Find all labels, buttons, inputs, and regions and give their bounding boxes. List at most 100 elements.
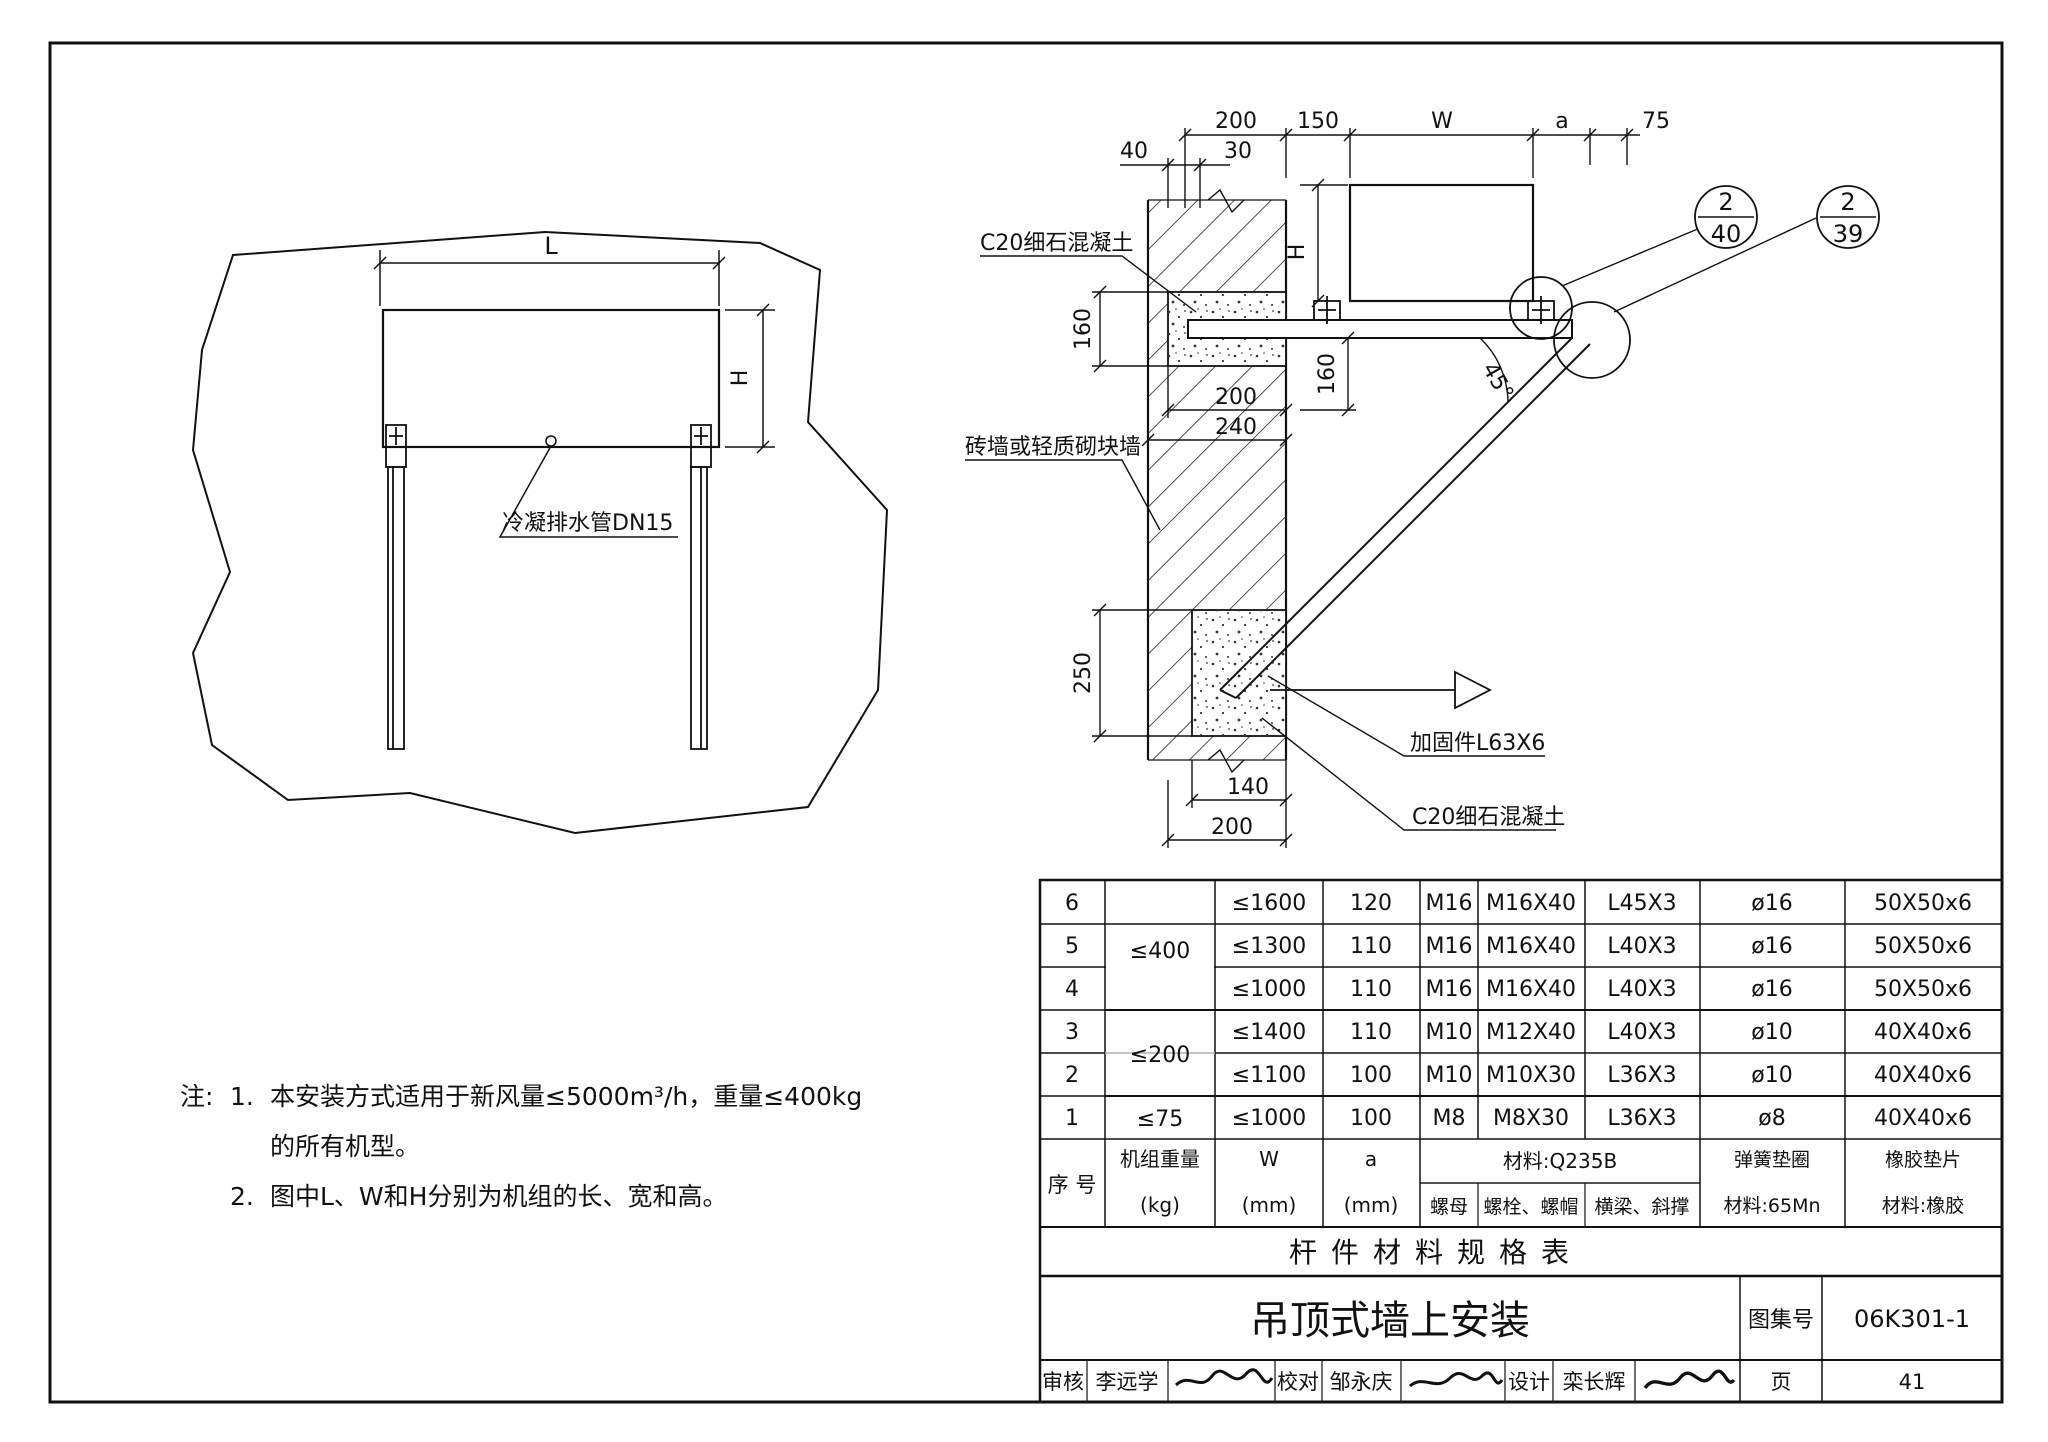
table-cell-r1-c3: M16 [1426, 934, 1473, 959]
ref1-bottom: 40 [1711, 220, 1742, 248]
table-cell-r5-c6: ø8 [1758, 1106, 1785, 1131]
drain-label: 冷凝排水管DN15 [502, 511, 673, 536]
unit-h-label: H [1285, 244, 1310, 261]
table-cell-r3-c0: 3 [1065, 1020, 1079, 1045]
weight-group-400: ≤400 [1130, 939, 1190, 964]
design-signature [1643, 1369, 1736, 1390]
title-block: 吊顶式墙上安装 图集号 06K301-1 审核 李远学 校对 邹永庆 设计 栾长… [1042, 1298, 1970, 1394]
ref-bubble-2: 2 39 [1816, 185, 1880, 249]
header-weight-l2: (kg) [1140, 1193, 1180, 1217]
table-cell-r3-c6: ø10 [1751, 1020, 1792, 1045]
note-2-line1: 图中L、W和H分别为机组的长、宽和高。 [270, 1182, 727, 1211]
table-cell-r4-c4: M10X30 [1486, 1063, 1576, 1088]
table-cell-r4-c2: 100 [1350, 1063, 1392, 1088]
header-rubber-l2: 材料:橡胶 [1882, 1195, 1964, 1217]
dim-mid-lines [1141, 366, 1293, 448]
hanger-left [385, 424, 407, 750]
table-title: 杆件材料规格表 [1289, 1236, 1583, 1269]
dim-160-left-lines [1092, 285, 1168, 373]
table-cell-r3-c2: 110 [1350, 1020, 1392, 1045]
table-cell-r5-c3: M8 [1433, 1106, 1466, 1131]
ref2-bottom: 39 [1833, 220, 1864, 248]
note-1-num: 1. [230, 1082, 254, 1111]
dim-200-bottom: 200 [1211, 815, 1253, 840]
clamp-left [1313, 296, 1341, 324]
note-1-line2: 的所有机型。 [270, 1132, 420, 1161]
table-cell-r1-c4: M16X40 [1486, 934, 1576, 959]
dim-140: 140 [1227, 775, 1269, 800]
table-cell-r1-c1: ≤1300 [1232, 934, 1306, 959]
dim-200-top: 200 [1215, 109, 1257, 134]
unit-h-dimension [1300, 178, 1348, 308]
header-w-l1: W [1259, 1147, 1279, 1171]
ref1-leader [1561, 227, 1701, 287]
notes: 注: 1. 本安装方式适用于新风量≤5000m³/h，重量≤400kg 的所有机… [180, 1082, 862, 1211]
table-cell-r0-c4: M16X40 [1486, 891, 1576, 916]
table-cell-r2-c0: 4 [1065, 977, 1079, 1002]
ref2-leader [1613, 217, 1817, 313]
dim-40-top: 40 [1120, 139, 1148, 164]
reinforce-leader [1267, 675, 1545, 757]
design-label: 设计 [1508, 1370, 1550, 1394]
diagonal-brace [1219, 337, 1591, 699]
table-cell-r5-c2: 100 [1350, 1106, 1392, 1131]
weight-group-75: ≤75 [1137, 1107, 1183, 1132]
header-material: 材料:Q235B [1503, 1149, 1617, 1173]
break-mark-bottom [1207, 748, 1245, 774]
table-cell-r5-c5: L36X3 [1607, 1106, 1676, 1131]
table-cell-r5-c4: M8X30 [1493, 1106, 1569, 1131]
section-view: 45° 2 40 2 39 [965, 109, 1880, 848]
table-cell-r2-c6: ø16 [1751, 977, 1792, 1002]
angle-arc [1479, 337, 1509, 403]
dim-160-right-lines [1300, 331, 1356, 417]
table-cell-r2-c4: M16X40 [1486, 977, 1576, 1002]
page-value: 41 [1899, 1370, 1926, 1394]
check-signature [1409, 1371, 1504, 1388]
dimension-h [725, 303, 775, 454]
review-signature [1174, 1368, 1274, 1387]
weight-group-200: ≤200 [1130, 1043, 1190, 1068]
unit-body [381, 308, 721, 449]
header-nut: 螺母 [1430, 1196, 1468, 1218]
wall-label: 砖墙或轻质砌块墙 [965, 435, 1141, 460]
table-cell-r0-c7: 50X50x6 [1874, 891, 1972, 916]
header-beam: 横梁、斜撑 [1594, 1196, 1689, 1218]
table-cell-r2-c2: 110 [1350, 977, 1392, 1002]
reinforce-label: 加固件L63X6 [1410, 731, 1545, 756]
concrete-bottom-leader [1261, 717, 1556, 831]
dim-240-mid: 240 [1215, 415, 1257, 440]
dim-160-left: 160 [1071, 308, 1096, 350]
concrete-bottom-label: C20细石混凝土 [1412, 805, 1565, 830]
drain-leader [498, 445, 678, 538]
break-mark-top [1207, 188, 1245, 214]
note-1-line1: 本安装方式适用于新风量≤5000m³/h，重量≤400kg [270, 1082, 862, 1111]
dim-75-top: 75 [1642, 109, 1670, 134]
table-cell-r4-c0: 2 [1065, 1063, 1079, 1088]
table-cell-r1-c5: L40X3 [1607, 934, 1676, 959]
elevation-view: L H [191, 230, 889, 835]
merge-cover [1106, 925, 1214, 1095]
header-a-l2: (mm) [1344, 1193, 1399, 1217]
notes-prefix: 注: [180, 1082, 213, 1111]
ref2-top: 2 [1840, 188, 1855, 216]
dimension-h-label: H [728, 370, 753, 387]
direction-arrow [1270, 670, 1492, 710]
ref-bubble-1: 2 40 [1694, 185, 1758, 249]
wall-leader [965, 459, 1161, 531]
page-label: 页 [1771, 1370, 1792, 1394]
check-name: 邹永庆 [1330, 1370, 1393, 1394]
table-cell-r3-c1: ≤1400 [1232, 1020, 1306, 1045]
top-dimensions [1120, 128, 1640, 208]
table-cell-r5-c7: 40X40x6 [1874, 1106, 1972, 1131]
table-cell-r2-c3: M16 [1426, 977, 1473, 1002]
table-cell-r0-c1: ≤1600 [1232, 891, 1306, 916]
dimension-l-label: L [544, 232, 558, 260]
concrete-top-label: C20细石混凝土 [980, 231, 1133, 256]
dimension-l [373, 250, 726, 306]
design-name: 栾长辉 [1563, 1370, 1626, 1394]
dim-w-top: W [1431, 109, 1453, 134]
drawing-title: 吊顶式墙上安装 [1250, 1298, 1530, 1344]
dim-250-lines [1092, 603, 1192, 743]
